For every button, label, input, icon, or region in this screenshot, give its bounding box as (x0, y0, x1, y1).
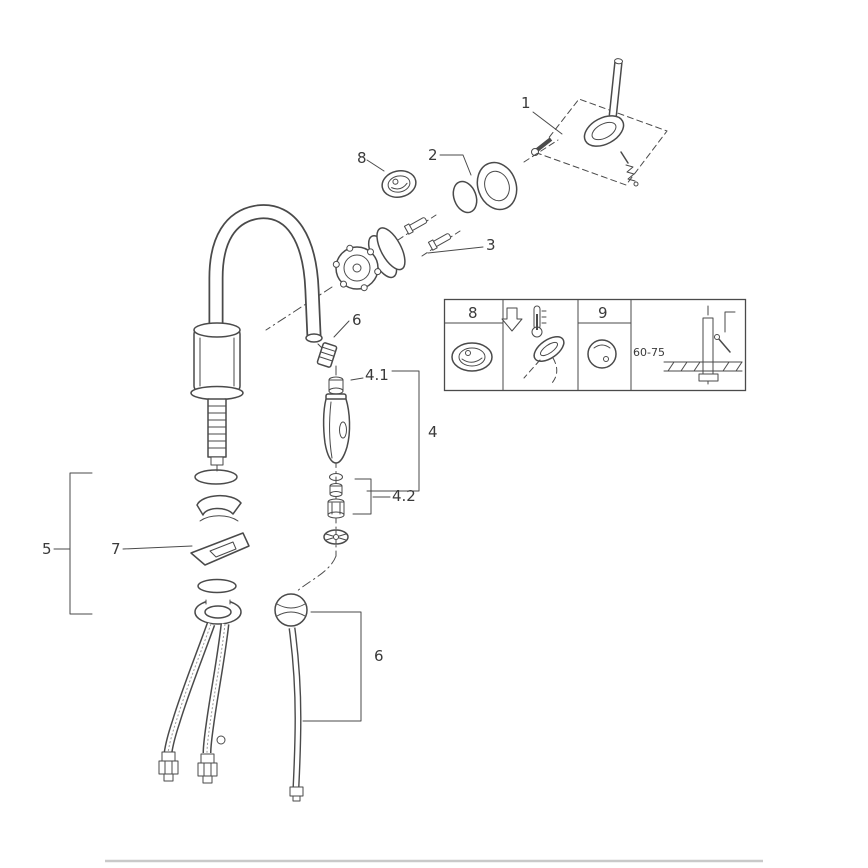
o-ring-upper (194, 469, 238, 485)
spring (625, 164, 636, 182)
dome-cap-icon (451, 342, 493, 372)
handle-lever (608, 58, 624, 119)
legend-box: 8 9 (443, 298, 747, 392)
callout-1: 1 (521, 94, 531, 112)
mounting-range-label: 60-75 (633, 346, 665, 359)
counter-mount-icon: 60-75 (633, 305, 743, 385)
lever-handle-icon (523, 336, 565, 384)
legend-cell-9-label: 9 (598, 304, 608, 322)
callout-5: 5 (42, 540, 52, 558)
escutcheon-rings (452, 161, 518, 214)
callout-2: 2 (428, 146, 438, 164)
supply-hoses (158, 622, 230, 784)
callout-6-bracket (302, 611, 362, 722)
handle-base (583, 115, 625, 147)
hose-connector (316, 342, 338, 368)
round-knob-icon (587, 339, 617, 369)
callout-8: 8 (357, 149, 367, 167)
callout-4-1: 4.1 (365, 366, 389, 384)
callout-4-2-bracket (352, 478, 372, 515)
spout-tip (305, 333, 323, 343)
callout-3: 3 (486, 236, 496, 254)
legend-cell-8-label: 8 (468, 304, 478, 322)
escutcheon-cap (476, 161, 518, 211)
thin-o-ring (452, 180, 478, 214)
handle-screw (620, 151, 629, 164)
handle-group-outline (536, 98, 668, 186)
spray-o-ring (329, 473, 343, 481)
faucet-spout-and-body (190, 204, 323, 466)
callout-7: 7 (111, 540, 121, 558)
callout-4: 4 (428, 423, 438, 441)
cartridge-body (376, 227, 406, 271)
dome-cap-part8 (381, 170, 417, 198)
o-ring-lower (197, 578, 237, 594)
callouts: 1 2 3 8 6 4.1 4 4.2 5 7 6 (42, 94, 563, 722)
hose-weight (274, 593, 308, 627)
callout-6-lower: 6 (374, 647, 384, 665)
callout-4-bracket (366, 370, 420, 492)
hose-fitting-left (161, 751, 176, 762)
base-flange (190, 385, 244, 401)
callout-6-upper: 6 (352, 311, 362, 329)
callout-4-2: 4.2 (392, 487, 416, 505)
set-screw (523, 137, 559, 163)
triangle-bracket (190, 532, 250, 566)
callout-5-bracket (69, 472, 93, 615)
cartridge-screws (397, 214, 461, 257)
cartridge-assembly (332, 214, 461, 292)
hose-fitting-middle (200, 753, 215, 764)
pullout-hose-end (289, 786, 304, 797)
rubber-spacer (196, 495, 242, 516)
spray-button (339, 421, 347, 439)
spray-disc (323, 529, 349, 545)
down-arrow-icon (501, 307, 523, 332)
spray-head-assembly (316, 342, 351, 545)
mounting-hardware-stack (190, 469, 250, 625)
small-nut (216, 735, 226, 745)
pullout-hose-and-weight (274, 593, 308, 802)
spray-head-body (322, 398, 351, 464)
handle-assembly (523, 58, 668, 187)
thermometer-icon (531, 305, 547, 338)
